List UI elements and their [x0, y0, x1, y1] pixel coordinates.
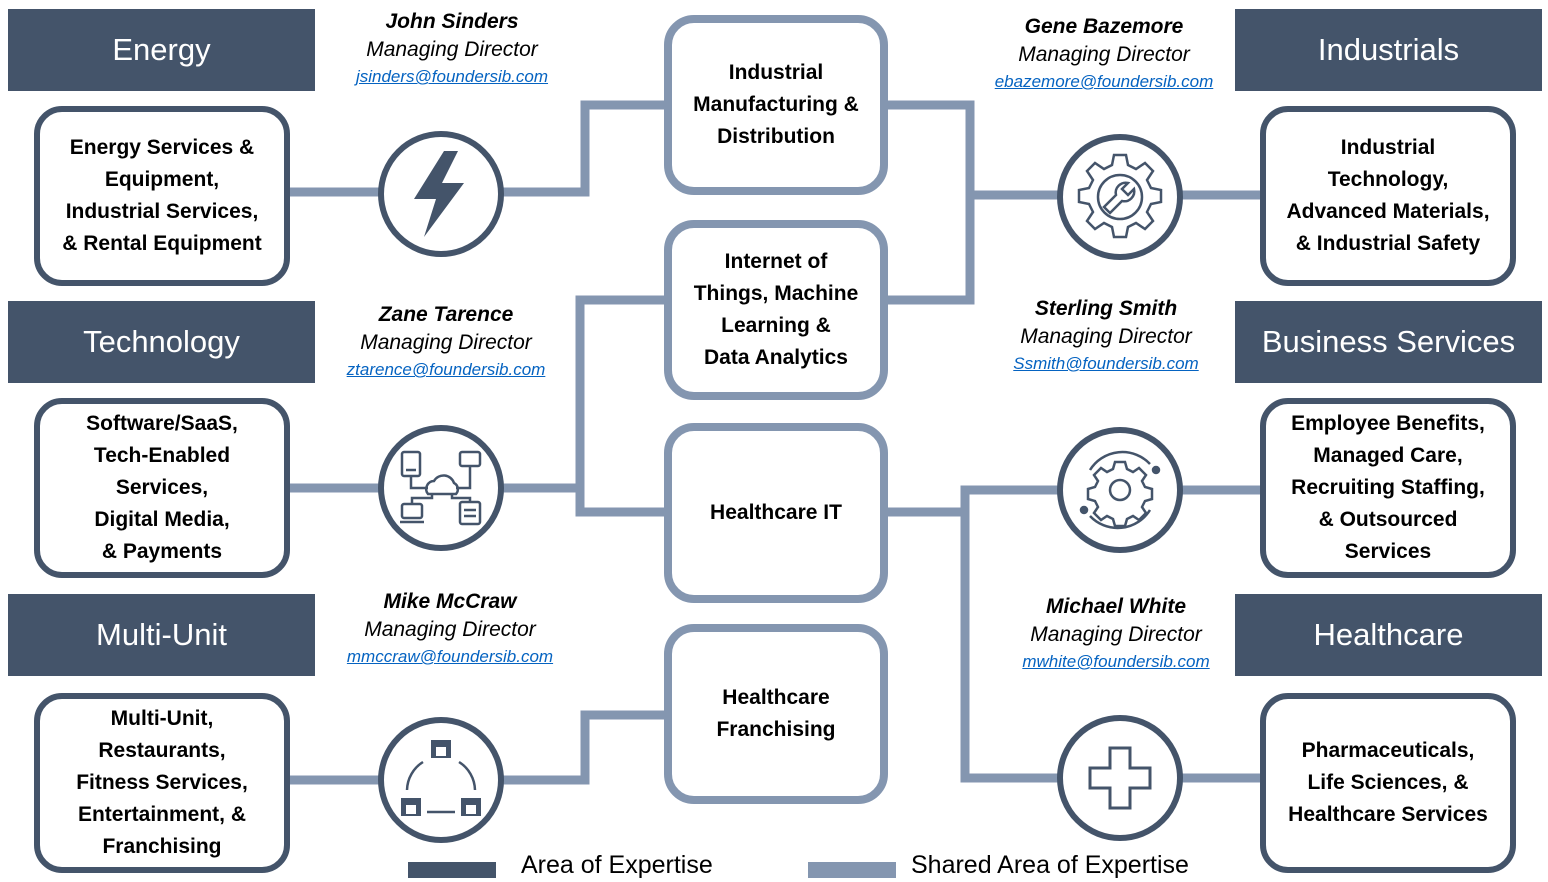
healthcare-description: Pharmaceuticals, Life Sciences, & Health… — [1288, 739, 1488, 826]
energy-description-box: Energy Services & Equipment, Industrial … — [34, 106, 290, 286]
person-zane: Zane Tarence Managing Director ztarence@… — [314, 301, 578, 383]
technology-description: Software/SaaS, Tech-Enabled Services, Di… — [86, 412, 238, 563]
multi-unit-circle — [378, 717, 504, 843]
multi-unit-description: Multi-Unit, Restaurants, Fitness Service… — [76, 707, 248, 858]
email-link[interactable]: jsinders@foundersib.com — [355, 67, 549, 86]
shared-iot: Internet of Things, Machine Learning & D… — [664, 220, 888, 400]
industrials-banner: Industrials — [1235, 9, 1542, 91]
email-link[interactable]: mwhite@foundersib.com — [1022, 652, 1210, 671]
person-john: John Sinders Managing Director jsinders@… — [320, 8, 584, 90]
person-name: Gene Bazemore — [1024, 15, 1184, 38]
email-link[interactable]: ztarence@foundersib.com — [346, 360, 546, 379]
shared-healthcare-it: Healthcare IT — [664, 423, 888, 603]
legend-shared-label: Shared Area of Expertise — [911, 851, 1189, 879]
industrials-circle — [1057, 134, 1183, 260]
connector-multiunit-shared — [502, 710, 668, 785]
person-name: Michael White — [1045, 595, 1187, 618]
legend-shared-swatch — [808, 862, 896, 878]
cloud-network-icon — [400, 450, 482, 526]
person-mike: Mike McCraw Managing Director mmccraw@fo… — [318, 588, 582, 670]
connector-energy-shared — [502, 100, 668, 197]
person-sterling: Sterling Smith Managing Director Ssmith@… — [970, 295, 1242, 377]
connector-business-shared — [882, 485, 1060, 517]
business-services-description: Employee Benefits, Managed Care, Recruit… — [1291, 412, 1485, 563]
shared-industrial-manufacturing-label: Industrial Manufacturing & Distribution — [693, 61, 859, 148]
lightning-bolt-icon — [414, 151, 464, 237]
person-michael: Michael White Managing Director mwhite@f… — [980, 593, 1252, 675]
legend-area-swatch — [408, 862, 496, 878]
connector-healthcare-shared — [960, 490, 1060, 783]
person-title: Managing Director — [366, 38, 538, 61]
connector-technology-shared — [502, 295, 668, 493]
healthcare-banner: Healthcare — [1235, 594, 1542, 676]
business-services-title: Business Services — [1261, 324, 1516, 359]
business-services-circle — [1057, 427, 1183, 553]
technology-banner: Technology — [8, 301, 315, 383]
industrials-description: Industrial Technology, Advanced Material… — [1286, 136, 1490, 255]
shared-healthcare-franchising-label: Healthcare Franchising — [716, 686, 836, 741]
person-gene: Gene Bazemore Managing Director ebazemor… — [968, 13, 1240, 95]
healthcare-description-box: Pharmaceuticals, Life Sciences, & Health… — [1260, 693, 1516, 873]
person-name: John Sinders — [385, 10, 519, 33]
person-name: Sterling Smith — [1034, 297, 1178, 320]
technology-circle — [378, 425, 504, 551]
person-title: Managing Director — [360, 331, 532, 354]
medical-cross-icon — [1088, 746, 1152, 810]
person-name: Mike McCraw — [383, 590, 517, 613]
person-title: Managing Director — [1018, 43, 1190, 66]
healthcare-title: Healthcare — [1313, 617, 1464, 652]
business-services-banner: Business Services — [1235, 301, 1542, 383]
email-link[interactable]: mmccraw@foundersib.com — [346, 647, 554, 666]
energy-banner: Energy — [8, 9, 315, 91]
shared-industrial-manufacturing: Industrial Manufacturing & Distribution — [664, 15, 888, 195]
energy-description: Energy Services & Equipment, Industrial … — [62, 136, 262, 255]
gear-cycle-icon — [1079, 450, 1161, 530]
healthcare-circle — [1057, 715, 1183, 841]
gear-wrench-icon — [1077, 153, 1163, 239]
energy-circle — [378, 131, 504, 257]
technology-title: Technology — [83, 324, 240, 359]
person-name: Zane Tarence — [378, 303, 514, 326]
shared-healthcare-it-label: Healthcare IT — [710, 501, 842, 524]
legend-area-label: Area of Expertise — [521, 851, 713, 879]
technology-description-box: Software/SaaS, Tech-Enabled Services, Di… — [34, 398, 290, 578]
shared-healthcare-franchising: Healthcare Franchising — [664, 624, 888, 804]
connector-technology-hit — [575, 488, 668, 517]
multi-unit-description-box: Multi-Unit, Restaurants, Fitness Service… — [34, 693, 290, 873]
connector-industrials-shared — [882, 100, 975, 305]
industrials-title: Industrials — [1317, 32, 1460, 67]
person-title: Managing Director — [364, 618, 536, 641]
industrials-description-box: Industrial Technology, Advanced Material… — [1260, 106, 1516, 286]
energy-title: Energy — [112, 32, 211, 67]
email-link[interactable]: ebazemore@foundersib.com — [994, 72, 1214, 91]
multi-unit-title: Multi-Unit — [96, 617, 227, 652]
storefront-cycle-icon — [401, 740, 481, 816]
person-title: Managing Director — [1030, 623, 1202, 646]
email-link[interactable]: Ssmith@foundersib.com — [1013, 354, 1199, 373]
shared-iot-label: Internet of Things, Machine Learning & D… — [693, 250, 859, 369]
person-title: Managing Director — [1020, 325, 1192, 348]
business-services-description-box: Employee Benefits, Managed Care, Recruit… — [1260, 398, 1516, 578]
multi-unit-banner: Multi-Unit — [8, 594, 315, 676]
